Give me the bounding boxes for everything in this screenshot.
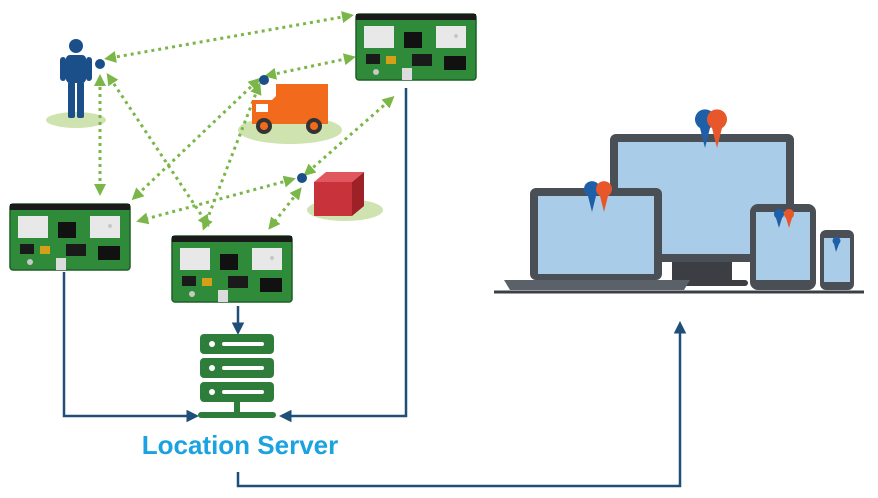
radio-link	[136, 175, 296, 225]
map-pin-icon	[584, 109, 841, 252]
server-icon	[198, 334, 276, 418]
laptop	[504, 188, 690, 290]
radio-link	[264, 53, 356, 80]
anchor-board	[355, 13, 477, 81]
radio-link	[268, 187, 302, 230]
tag-icon	[95, 59, 307, 183]
radio-link	[131, 77, 261, 201]
person-ground	[46, 112, 106, 128]
package-icon	[314, 172, 364, 216]
radio-links	[94, 11, 395, 231]
tablet	[750, 204, 816, 290]
radio-link	[104, 11, 354, 63]
server-to-dashboard-link	[236, 321, 687, 488]
person-icon	[60, 39, 92, 118]
anchor-board	[171, 235, 293, 303]
radio-link	[106, 73, 210, 227]
radio-link	[201, 82, 262, 231]
anchor-board	[9, 203, 131, 271]
location-server-label: Location Server	[141, 430, 339, 460]
truck-icon	[252, 84, 328, 134]
server-links	[62, 88, 687, 488]
server-link	[279, 88, 408, 423]
server-link	[62, 272, 199, 423]
